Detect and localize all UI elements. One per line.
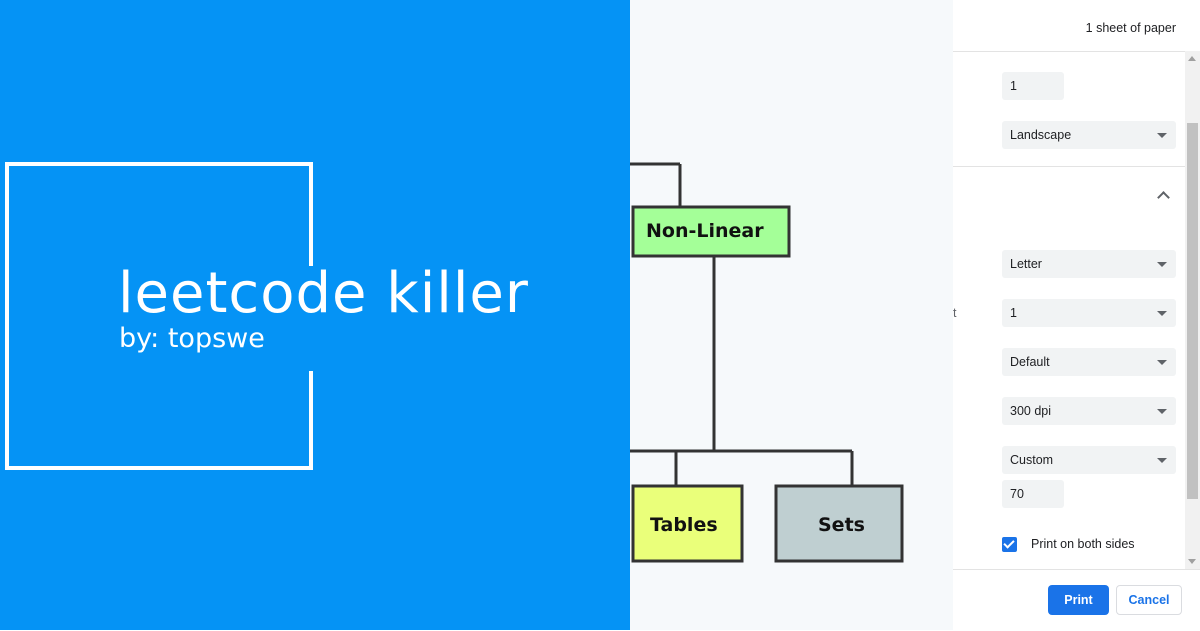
scrollbar[interactable] [1185, 51, 1200, 569]
pages-per-sheet-select-value: 1 [1010, 306, 1017, 320]
scale-value: Custom [1010, 453, 1054, 467]
margins-select[interactable]: Default [1002, 348, 1176, 376]
both-sides-label: Print on both sides [1031, 537, 1135, 551]
scrollbar-thumb[interactable] [1187, 123, 1198, 499]
banner: leetcode killer by: topswe [0, 0, 630, 630]
node-non-linear [631, 205, 791, 258]
node-sets [774, 484, 904, 563]
node-non-linear-label: Non-Linear [646, 220, 764, 242]
cancel-button[interactable]: Cancel [1116, 585, 1182, 615]
node-sets-label: Sets [818, 514, 865, 536]
chevron-down-icon [1157, 262, 1167, 267]
chevron-down-icon [1157, 409, 1167, 414]
pages-per-sheet-select[interactable]: 1 [1002, 299, 1176, 327]
panel-header: 1 sheet of paper [953, 0, 1200, 52]
node-tables [631, 484, 744, 563]
layout-select-value: Landscape [1010, 128, 1072, 142]
chevron-down-icon [1157, 311, 1167, 316]
banner-subtitle: by: topswe [119, 323, 265, 354]
both-sides-checkbox[interactable] [1002, 537, 1017, 552]
banner-frame-gap [309, 266, 325, 371]
layout-select[interactable]: Landscape [1002, 121, 1176, 149]
pages-per-sheet-input[interactable]: 1 [1002, 72, 1064, 100]
quality-select[interactable]: 300 dpi [1002, 397, 1176, 425]
scale-select[interactable]: Custom [1002, 446, 1176, 474]
margins-value: Default [1010, 355, 1050, 369]
paper-size-value: Letter [1010, 257, 1042, 271]
preview-diagram: Non-Linear Tables Sets [630, 162, 904, 563]
banner-frame [5, 162, 325, 470]
scroll-down-arrow-icon[interactable] [1188, 559, 1196, 564]
chevron-down-icon [1157, 458, 1167, 463]
banner-title: leetcode killer [118, 261, 529, 326]
paper-size-select[interactable]: Letter [1002, 250, 1176, 278]
chevron-up-icon[interactable] [1157, 191, 1170, 204]
scroll-up-arrow-icon[interactable] [1188, 56, 1196, 61]
section-divider [953, 166, 1185, 167]
print-button[interactable]: Print [1048, 585, 1109, 615]
quality-value: 300 dpi [1010, 404, 1052, 418]
print-preview: Non-Linear Tables Sets [630, 0, 953, 630]
print-settings-panel: 1 sheet of paper 1 Landscape Letter t 1 … [953, 0, 1200, 631]
scale-input[interactable]: 70 [1002, 480, 1064, 508]
chevron-down-icon [1157, 360, 1167, 365]
sheet-count: 1 sheet of paper [1085, 21, 1176, 35]
panel-footer: Print Cancel [953, 569, 1200, 631]
partial-label: t [953, 306, 957, 320]
chevron-down-icon [1157, 133, 1167, 138]
node-tables-label: Tables [650, 514, 718, 536]
